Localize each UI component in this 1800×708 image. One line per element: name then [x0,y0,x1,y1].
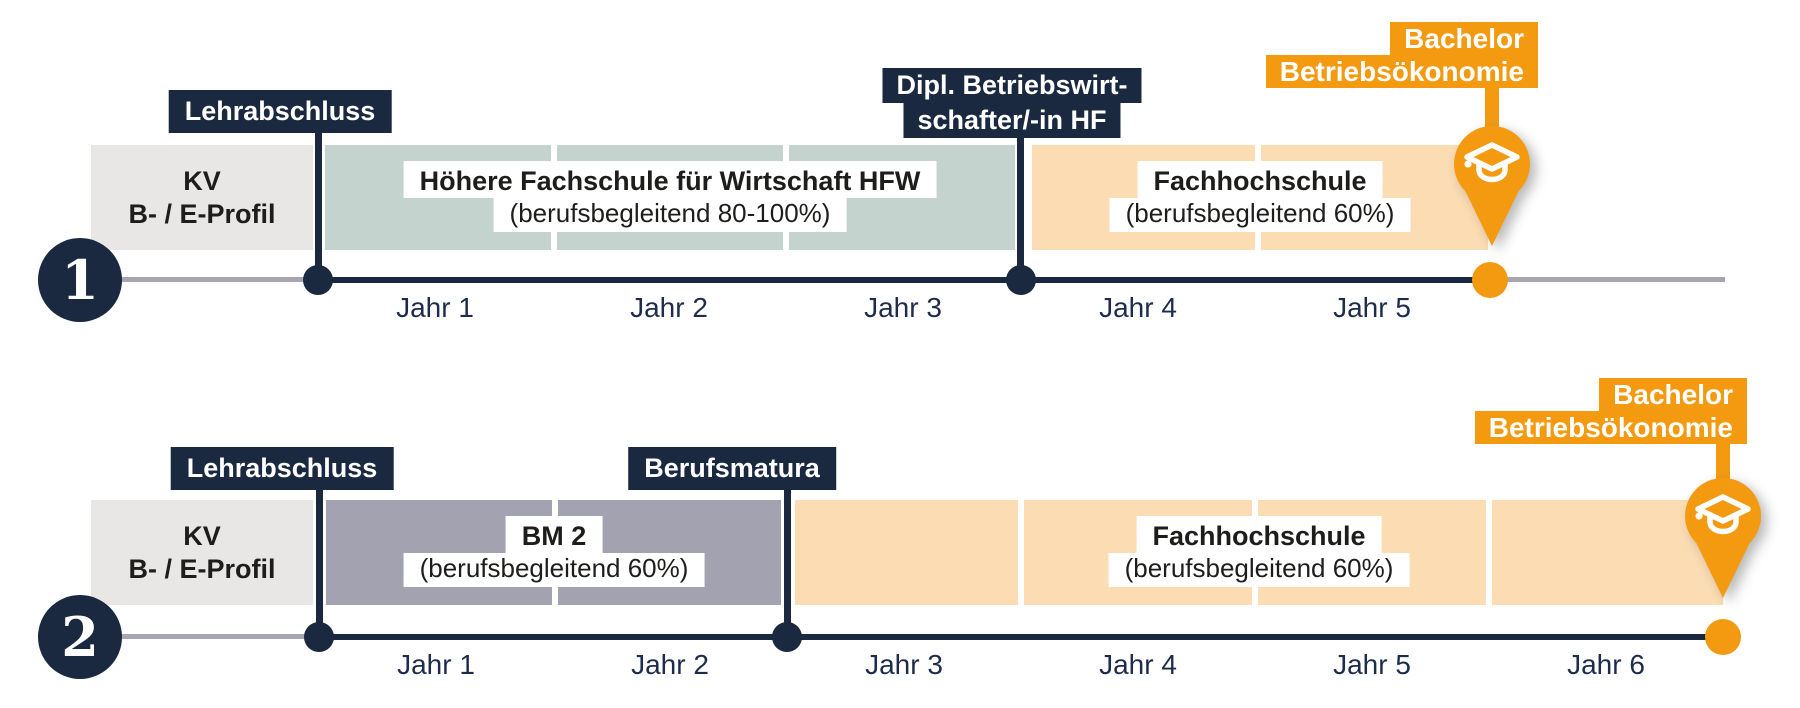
badge-bachelor-1-line1: Bachelor [1390,22,1538,55]
stem-lehrabschluss-1 [315,133,322,280]
pathway-1-number-circle: 1 [38,238,122,322]
hfw-title: Höhere Fachschule für Wirtschaft HFW [403,161,937,198]
fh1-subtitle: (berufsbegleitend 60%) [1109,198,1411,232]
milestone-dot-bachelor-2 [1705,619,1741,655]
badge-lehrabschluss-1: Lehrabschluss [168,90,392,133]
block-fh2-jahr6 [1492,500,1723,605]
year-label: Jahr 5 [1333,649,1411,680]
graduation-cap-pin-icon-2 [1685,478,1761,598]
year-label: Jahr 3 [864,292,942,323]
year-label: Jahr 2 [631,649,709,680]
badge-bachelor-1-line2: Betriebsökonomie [1265,55,1538,88]
badge-bachelor-2-line2: Betriebsökonomie [1474,411,1747,444]
kv-line1: KV [183,520,221,551]
year-label: Jahr 1 [397,649,475,680]
milestone-dot-berufsmatura [772,622,802,652]
badge-bachelor-2-line1: Bachelor [1599,378,1747,411]
year-label: Jahr 1 [396,292,474,323]
bm2-title: BM 2 [505,516,603,553]
year-label: Jahr 6 [1567,649,1645,680]
timeline-2-navy-line [319,634,1723,640]
milestone-dot-lehrabschluss-1 [303,265,333,295]
badge-lehrabschluss-2: Lehrabschluss [170,447,394,490]
timeline-2-gray-line [122,634,319,639]
year-label: Jahr 4 [1099,292,1177,323]
kv-line1: KV [183,165,221,196]
badge-dipl-line2: schafter/-in HF [903,103,1121,138]
badge-bachelor-2: Bachelor Betriebsökonomie [1474,378,1747,444]
block-kv-profil-1: KV B- / E-Profil [91,145,313,250]
kv-line2: B- / E-Profil [128,553,276,584]
stem-bachelor-1 [1485,86,1499,132]
fh2-title: Fachhochschule [1136,516,1382,553]
label-hfw: Höhere Fachschule für Wirtschaft HFW (be… [403,161,937,232]
year-label: Jahr 2 [630,292,708,323]
stem-lehrabschluss-2 [316,490,323,637]
year-label: Jahr 3 [865,649,943,680]
badge-berufsmatura: Berufsmatura [628,447,836,490]
block-kv-profil-2: KV B- / E-Profil [91,500,313,605]
pathway-2-number: 2 [61,605,99,669]
graduation-cap-pin-icon-1 [1454,126,1530,246]
stem-bachelor-2 [1716,442,1730,484]
kv-line2: B- / E-Profil [128,198,276,229]
label-fachhochschule-1: Fachhochschule (berufsbegleitend 60%) [1109,161,1411,232]
badge-bachelor-1: Bachelor Betriebsökonomie [1265,22,1538,88]
badge-dipl-betriebswirtschafter: Dipl. Betriebswirt- schafter/-in HF [882,68,1142,138]
year-label: Jahr 5 [1333,292,1411,323]
fh2-subtitle: (berufsbegleitend 60%) [1108,553,1410,587]
fh1-title: Fachhochschule [1137,161,1383,198]
hfw-subtitle: (berufsbegleitend 80-100%) [493,198,847,232]
year-label: Jahr 4 [1099,649,1177,680]
badge-dipl-line1: Dipl. Betriebswirt- [882,68,1142,103]
pathway-1-number: 1 [61,248,99,312]
timeline-1-navy-line [318,277,1490,283]
milestone-dot-bachelor-1 [1472,262,1508,298]
milestone-dot-dipl [1006,265,1036,295]
label-fachhochschule-2: Fachhochschule (berufsbegleitend 60%) [1108,516,1410,587]
block-fh2-jahr3 [795,500,1018,605]
stem-berufsmatura [784,490,791,637]
bm2-subtitle: (berufsbegleitend 60%) [403,553,705,587]
label-bm2: BM 2 (berufsbegleitend 60%) [403,516,705,587]
milestone-dot-lehrabschluss-2 [304,622,334,652]
pathway-2-number-circle: 2 [38,595,122,679]
stem-dipl [1017,135,1024,280]
